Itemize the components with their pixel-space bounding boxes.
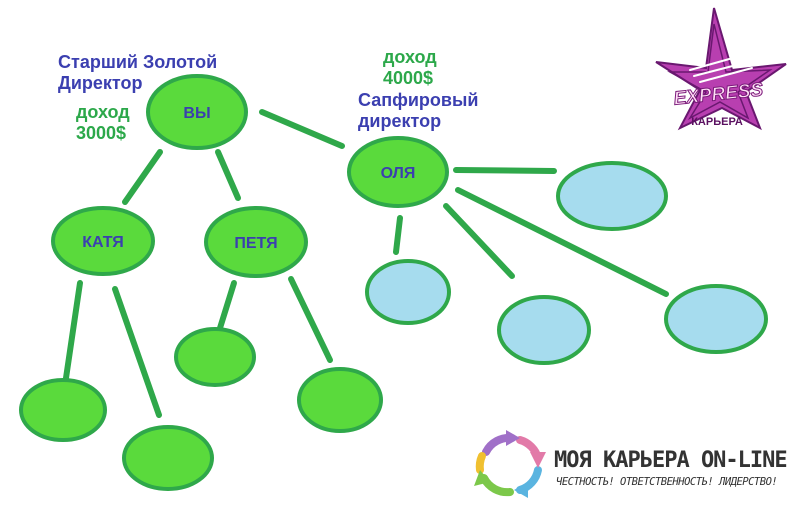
- olya-income-line1: доход: [383, 47, 437, 67]
- express-star-logo: EXPRESS КАРЬЕРА: [655, 7, 787, 131]
- node-petya-child1: [174, 327, 256, 387]
- olya-income-line2: 4000$: [383, 68, 434, 88]
- node-petya: [204, 206, 308, 278]
- edge-you-petya: [215, 149, 241, 201]
- edge-olya-blue3: [443, 203, 515, 279]
- edge-katya-child1: [63, 280, 83, 381]
- edge-you-olya: [259, 109, 345, 149]
- node-katya-child2: [122, 425, 214, 491]
- node-you: [146, 74, 248, 150]
- olya-income-label: доход 4000$: [383, 47, 437, 89]
- node-olya-label: ОЛЯ: [381, 165, 416, 182]
- edge-you-katya: [122, 149, 163, 205]
- node-you-label: ВЫ: [183, 105, 210, 122]
- you-rank-label: Старший Золотой Директор: [58, 52, 217, 94]
- edge-olya-blue1: [453, 167, 557, 174]
- brand-title: МОЯ КАРЬЕРА ON-LINE: [554, 448, 788, 473]
- olya-rank-label: Сапфировый директор: [358, 90, 478, 132]
- edge-petya-child1: [217, 280, 237, 331]
- you-rank-line1: Старший Золотой: [58, 52, 218, 72]
- edge-petya-child2: [288, 276, 333, 363]
- node-petya-child2: [297, 367, 383, 433]
- node-petya-label: ПЕТЯ: [234, 235, 277, 252]
- olya-rank-line1: Сапфировый: [358, 90, 479, 110]
- olya-rank-line2: директор: [358, 111, 442, 131]
- node-blue3: [497, 295, 591, 365]
- you-income-label: доход 3000$: [76, 102, 130, 144]
- you-income-line2: 3000$: [76, 123, 127, 143]
- node-katya-child1: [19, 378, 107, 442]
- brand-slogan: ЧЕСТНОСТЬ! ОТВЕТСТВЕННОСТЬ! ЛИДЕРСТВО!: [556, 476, 778, 488]
- node-olya: [347, 136, 449, 208]
- edge-olya-blue2: [393, 215, 403, 255]
- node-katya: [51, 206, 155, 276]
- node-blue4: [664, 284, 768, 354]
- recycle-arrows-icon: [474, 430, 546, 498]
- you-rank-line2: Директор: [58, 73, 143, 93]
- node-blue2: [365, 259, 451, 325]
- you-income-line1: доход: [76, 102, 130, 122]
- edge-katya-child2: [112, 286, 162, 418]
- express-logo-sub: КАРЬЕРА: [691, 116, 743, 128]
- node-katya-label: КАТЯ: [82, 234, 124, 251]
- node-blue1: [556, 161, 668, 231]
- edge-olya-blue4: [455, 187, 669, 297]
